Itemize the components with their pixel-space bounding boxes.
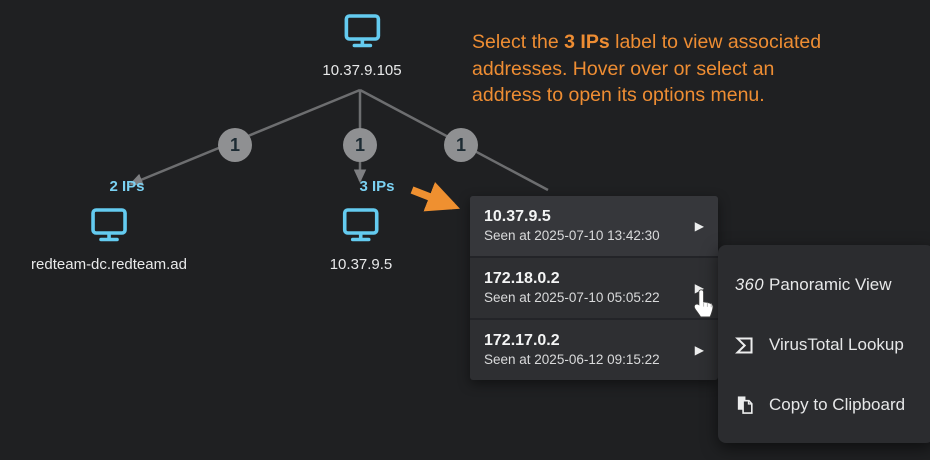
menu-item-label: Copy to Clipboard [769, 395, 906, 414]
monitor-icon [343, 208, 379, 242]
node-label: 10.37.9.5 [329, 256, 393, 273]
menu-item-virustotal-lookup[interactable]: VirusTotal Lookup [718, 315, 930, 375]
ip-list-popup: 10.37.9.5 Seen at 2025-07-10 13:42:30 ▶ … [470, 196, 718, 380]
graph-node-middle[interactable]: 10.37.9.5 [329, 207, 393, 273]
node-label: 10.37.9.105 [322, 62, 402, 79]
edge-count-badge: 1 [444, 128, 478, 162]
ip-count-label-middle[interactable]: 3 IPs [359, 178, 395, 195]
instruction-text: Select the 3 IPs label to view associate… [472, 29, 927, 109]
edge-count-badge: 1 [218, 128, 252, 162]
monitor-icon [344, 14, 380, 48]
ip-seen-timestamp: Seen at 2025-07-10 13:42:30 [484, 228, 660, 243]
menu-item-label: VirusTotal Lookup [769, 335, 904, 354]
ip-address: 172.17.0.2 [484, 332, 560, 349]
ip-options-menu: 360 Panoramic View VirusTotal Lookup Cop… [718, 245, 930, 443]
virustotal-icon [735, 336, 769, 355]
ip-list-item[interactable]: 172.17.0.2 Seen at 2025-06-12 09:15:22 ▶ [470, 318, 718, 380]
copy-icon [735, 395, 769, 415]
menu-item-panoramic-view[interactable]: 360 Panoramic View [718, 255, 930, 315]
ip-address: 10.37.9.5 [484, 208, 551, 225]
node-label: redteam-dc.redteam.ad [31, 256, 187, 273]
ip-address: 172.18.0.2 [484, 270, 560, 287]
menu-item-copy-to-clipboard[interactable]: Copy to Clipboard [718, 375, 930, 435]
instruction-line2: addresses. Hover over or select an [472, 57, 775, 80]
chevron-right-icon: ▶ [694, 343, 704, 357]
monitor-icon [91, 208, 127, 242]
ip-list-item[interactable]: 172.18.0.2 Seen at 2025-07-10 05:05:22 ▶ [470, 256, 718, 318]
360-icon: 360 [735, 275, 765, 294]
edge-count-badge: 1 [343, 128, 377, 162]
graph-node-root[interactable]: 10.37.9.105 [322, 13, 402, 79]
instruction-line1: Select the 3 IPs label to view associate… [472, 31, 822, 53]
ip-count-label-left[interactable]: 2 IPs [109, 178, 145, 195]
graph-node-left[interactable]: redteam-dc.redteam.ad [31, 207, 187, 273]
chevron-right-icon: ▶ [694, 219, 704, 233]
chevron-right-icon: ▶ [694, 281, 704, 295]
instruction-line3: address to open its options menu. [472, 84, 765, 106]
menu-item-label: Panoramic View [769, 275, 892, 294]
ip-list-item[interactable]: 10.37.9.5 Seen at 2025-07-10 13:42:30 ▶ [470, 196, 718, 256]
ip-seen-timestamp: Seen at 2025-07-10 05:05:22 [484, 290, 660, 305]
ip-seen-timestamp: Seen at 2025-06-12 09:15:22 [484, 352, 660, 367]
